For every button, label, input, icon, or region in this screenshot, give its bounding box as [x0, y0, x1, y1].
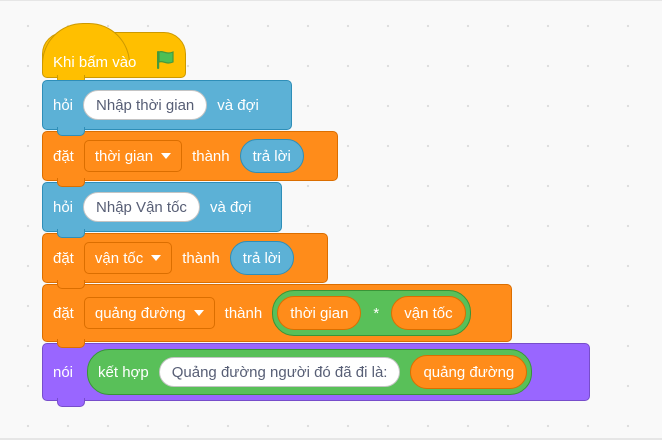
- bottom-border: [0, 438, 662, 440]
- answer-reporter[interactable]: trả lời: [239, 139, 304, 173]
- set-label: đặt: [53, 304, 74, 322]
- set-variable-block-time[interactable]: đặt thời gian thành trả lời: [42, 131, 338, 187]
- chevron-down-icon: [151, 255, 162, 261]
- when-flag-clicked-block[interactable]: Khi bấm vào: [42, 23, 186, 84]
- variable-reporter-time[interactable]: thời gian: [277, 296, 362, 330]
- variable-dropdown-label: thời gian: [94, 147, 154, 165]
- variable-dropdown-label: quảng đường: [94, 304, 186, 322]
- hat-label: Khi bấm vào: [53, 53, 137, 71]
- join-operator[interactable]: kết hợp Quảng đường người đó đã đi là: q…: [87, 349, 533, 395]
- say-block[interactable]: nói kết hợp Quảng đường người đó đã đi l…: [42, 343, 590, 407]
- set-label: đặt: [53, 147, 74, 165]
- ask-and-wait-block-time[interactable]: hỏi Nhập thời gian và đợi: [42, 80, 292, 136]
- variable-dropdown[interactable]: quảng đường: [83, 297, 215, 329]
- join-label: kết hợp: [98, 363, 149, 381]
- ask-text-input[interactable]: Nhập thời gian: [83, 90, 208, 120]
- green-flag-icon: [154, 49, 176, 75]
- join-text-input[interactable]: Quảng đường người đó đã đi là:: [158, 357, 401, 387]
- set-variable-block-speed[interactable]: đặt vận tốc thành trả lời: [42, 233, 328, 289]
- variable-reporter-speed[interactable]: vận tốc: [391, 296, 466, 330]
- ask-and-wait-block-speed[interactable]: hỏi Nhập Vận tốc và đợi: [42, 182, 282, 238]
- and-wait-label: và đợi: [209, 198, 252, 216]
- variable-reporter-distance[interactable]: quảng đường: [410, 355, 528, 389]
- ask-text-input[interactable]: Nhập Vận tốc: [83, 192, 200, 222]
- and-wait-label: và đợi: [217, 96, 259, 114]
- ask-label: hỏi: [53, 198, 74, 216]
- set-label: đặt: [53, 249, 74, 267]
- set-variable-block-distance[interactable]: đặt quảng đường thành thời gian * vận tố…: [42, 284, 512, 348]
- to-label: thành: [224, 304, 263, 322]
- variable-dropdown[interactable]: thời gian: [83, 140, 183, 172]
- chevron-down-icon: [161, 153, 172, 159]
- answer-reporter[interactable]: trả lời: [229, 241, 294, 275]
- variable-dropdown-label: vận tốc: [94, 249, 144, 267]
- to-label: thành: [182, 249, 220, 267]
- ask-label: hỏi: [53, 96, 74, 114]
- multiply-symbol: *: [373, 304, 380, 322]
- to-label: thành: [192, 147, 230, 165]
- multiply-operator[interactable]: thời gian * vận tốc: [272, 290, 471, 336]
- top-border: [0, 0, 662, 1]
- say-label: nói: [53, 363, 74, 381]
- chevron-down-icon: [193, 310, 204, 316]
- variable-dropdown[interactable]: vận tốc: [83, 242, 173, 274]
